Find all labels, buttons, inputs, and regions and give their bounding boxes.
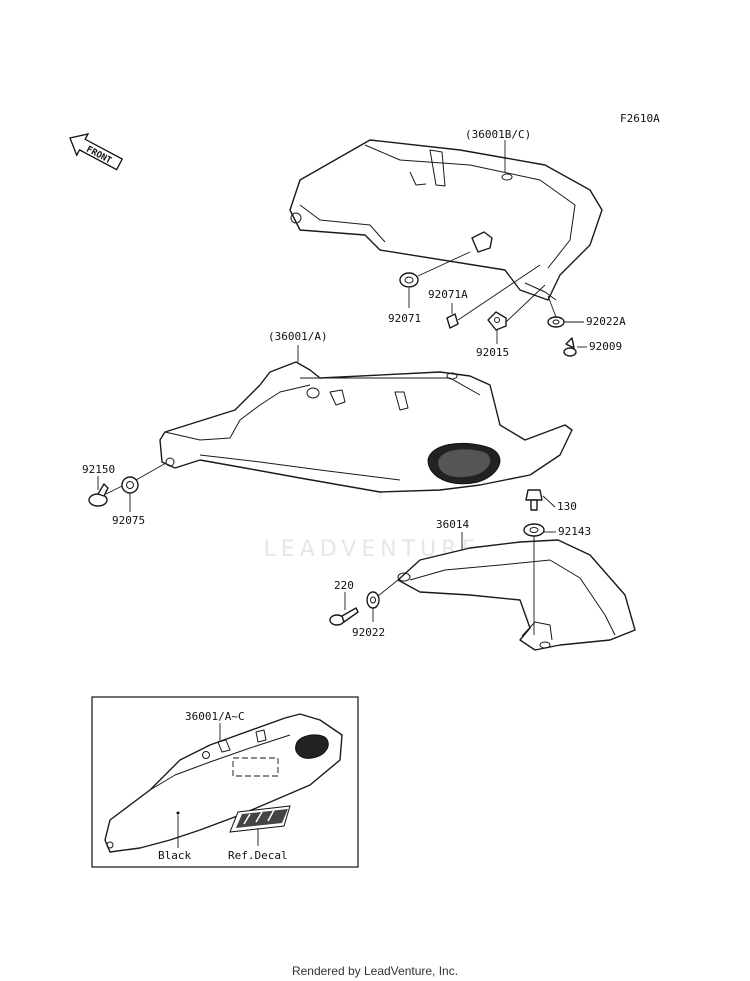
part-92009-screw [563, 337, 577, 357]
footer-credit: Rendered by LeadVenture, Inc. [292, 964, 458, 978]
callout-92022a: 92022A [586, 315, 626, 328]
callout-92150: 92150 [82, 463, 115, 476]
label-black: Black [158, 849, 191, 862]
callout-130: 130 [557, 500, 577, 513]
callout-36001ac: 36001/A~C [185, 710, 245, 723]
decal-graphic [229, 805, 291, 833]
inset-box: 36001/A~C Black Ref.Decal [91, 696, 359, 868]
part-92015-nut [487, 311, 507, 331]
part-92075-grommet [121, 476, 139, 494]
part-220-screw [329, 607, 359, 626]
side-cover-main [159, 361, 573, 493]
callout-92143: 92143 [558, 525, 591, 538]
part-130-bolt [525, 489, 543, 511]
callout-92022: 92022 [352, 626, 385, 639]
part-92071a-clip [446, 313, 459, 329]
label-ref-decal: Ref.Decal [228, 849, 288, 862]
callout-92071a: 92071A [428, 288, 468, 301]
part-92022-washer [366, 591, 380, 609]
figure-id: F2610A [620, 112, 660, 125]
side-cover-upper [289, 139, 603, 301]
callout-36001a: (36001/A) [268, 330, 328, 343]
callout-36014: 36014 [436, 518, 469, 531]
callout-36001bc: (36001B/C) [465, 128, 531, 141]
front-arrow-icon: FRONT [69, 133, 124, 171]
part-92150-bolt [88, 483, 109, 507]
part-92143-collar [523, 523, 545, 537]
callout-92009: 92009 [589, 340, 622, 353]
callout-92071: 92071 [388, 312, 421, 325]
chain-cover [397, 539, 636, 651]
part-92071-grommet [399, 272, 419, 288]
callout-92015: 92015 [476, 346, 509, 359]
callout-220: 220 [334, 579, 354, 592]
callout-92075: 92075 [112, 514, 145, 527]
part-92022a-washer [547, 316, 565, 328]
